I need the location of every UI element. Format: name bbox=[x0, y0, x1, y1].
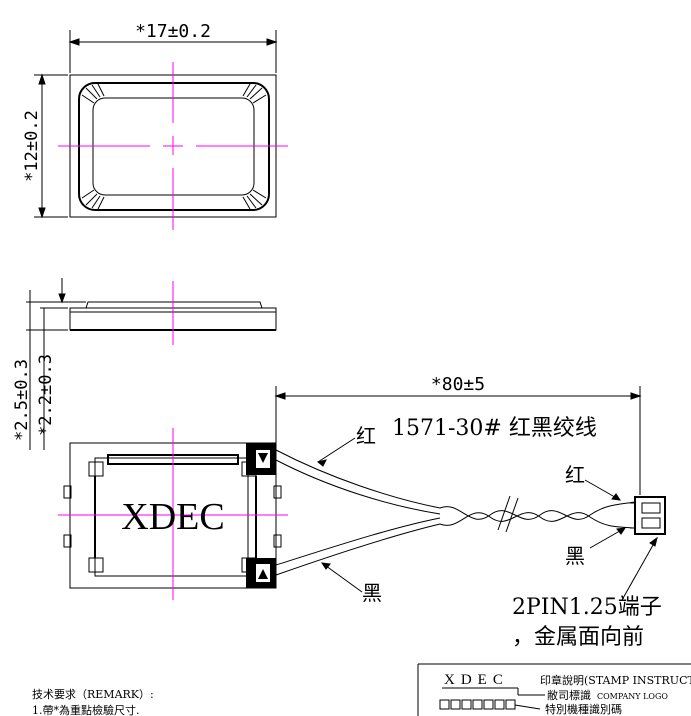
brand-marking: XDEC bbox=[121, 496, 224, 538]
model-code-boxes bbox=[439, 699, 541, 710]
connector-red-label: 红 bbox=[565, 463, 585, 487]
bottom-view-centerlines bbox=[58, 428, 288, 600]
stamp-instruction: XDEC 印章說明(STAMP INSTRUCTION) 敝司標識 COMPAN… bbox=[417, 663, 691, 716]
stamp-logo-text: XDEC bbox=[444, 672, 509, 688]
thickness-dimension-lines bbox=[26, 278, 86, 450]
model-code-label: 特別機種識別碼 bbox=[545, 702, 622, 716]
corner-hatching bbox=[81, 83, 267, 210]
connector-black-label: 黑 bbox=[565, 544, 585, 568]
top-view-centerlines bbox=[58, 62, 288, 230]
connector-2pin bbox=[630, 496, 666, 535]
width-dimension: *17±0.2 bbox=[135, 21, 211, 42]
cable-spec-label: 1571-30# 红黑绞线 bbox=[392, 416, 597, 441]
top-view: *17±0.2 *12±0.2 bbox=[22, 21, 288, 230]
height-dimension: *12±0.2 bbox=[22, 110, 42, 182]
bottom-view: XDEC bbox=[58, 428, 288, 600]
solder-pad-top bbox=[246, 443, 276, 475]
leader-lines bbox=[316, 437, 658, 601]
width-dimension-lines bbox=[68, 30, 278, 73]
cable-length-dimension: *80±5 bbox=[431, 374, 485, 395]
cable bbox=[275, 449, 636, 576]
side-view: *2.5±0.3 *2.2±0.3 bbox=[12, 278, 277, 450]
red-wire-label: 红 bbox=[356, 424, 376, 448]
remarks-title: 技术要求（REMARK）: bbox=[32, 688, 154, 701]
cable-length-dimension-lines bbox=[274, 386, 642, 495]
black-wire-label: 黑 bbox=[362, 581, 382, 605]
total-thickness-dimension: *2.5±0.3 bbox=[12, 359, 32, 441]
height-dimension-lines bbox=[34, 73, 68, 219]
stamp-title: 印章說明(STAMP INSTRUCTION) bbox=[540, 673, 691, 687]
solder-pad-bottom bbox=[246, 558, 276, 588]
connector-spec-line2: ，金属面向前 bbox=[512, 625, 644, 650]
company-logo-label: COMPANY LOGO bbox=[597, 692, 668, 701]
side-view-top bbox=[85, 301, 263, 309]
connector-spec-line1: 2PIN1.25端子 bbox=[512, 595, 662, 620]
company-label: 敝司標識 bbox=[547, 688, 591, 702]
body-thickness-dimension: *2.2±0.3 bbox=[36, 354, 56, 436]
remarks-item-1: 1.帶*為重點檢驗尺寸. bbox=[32, 703, 140, 716]
